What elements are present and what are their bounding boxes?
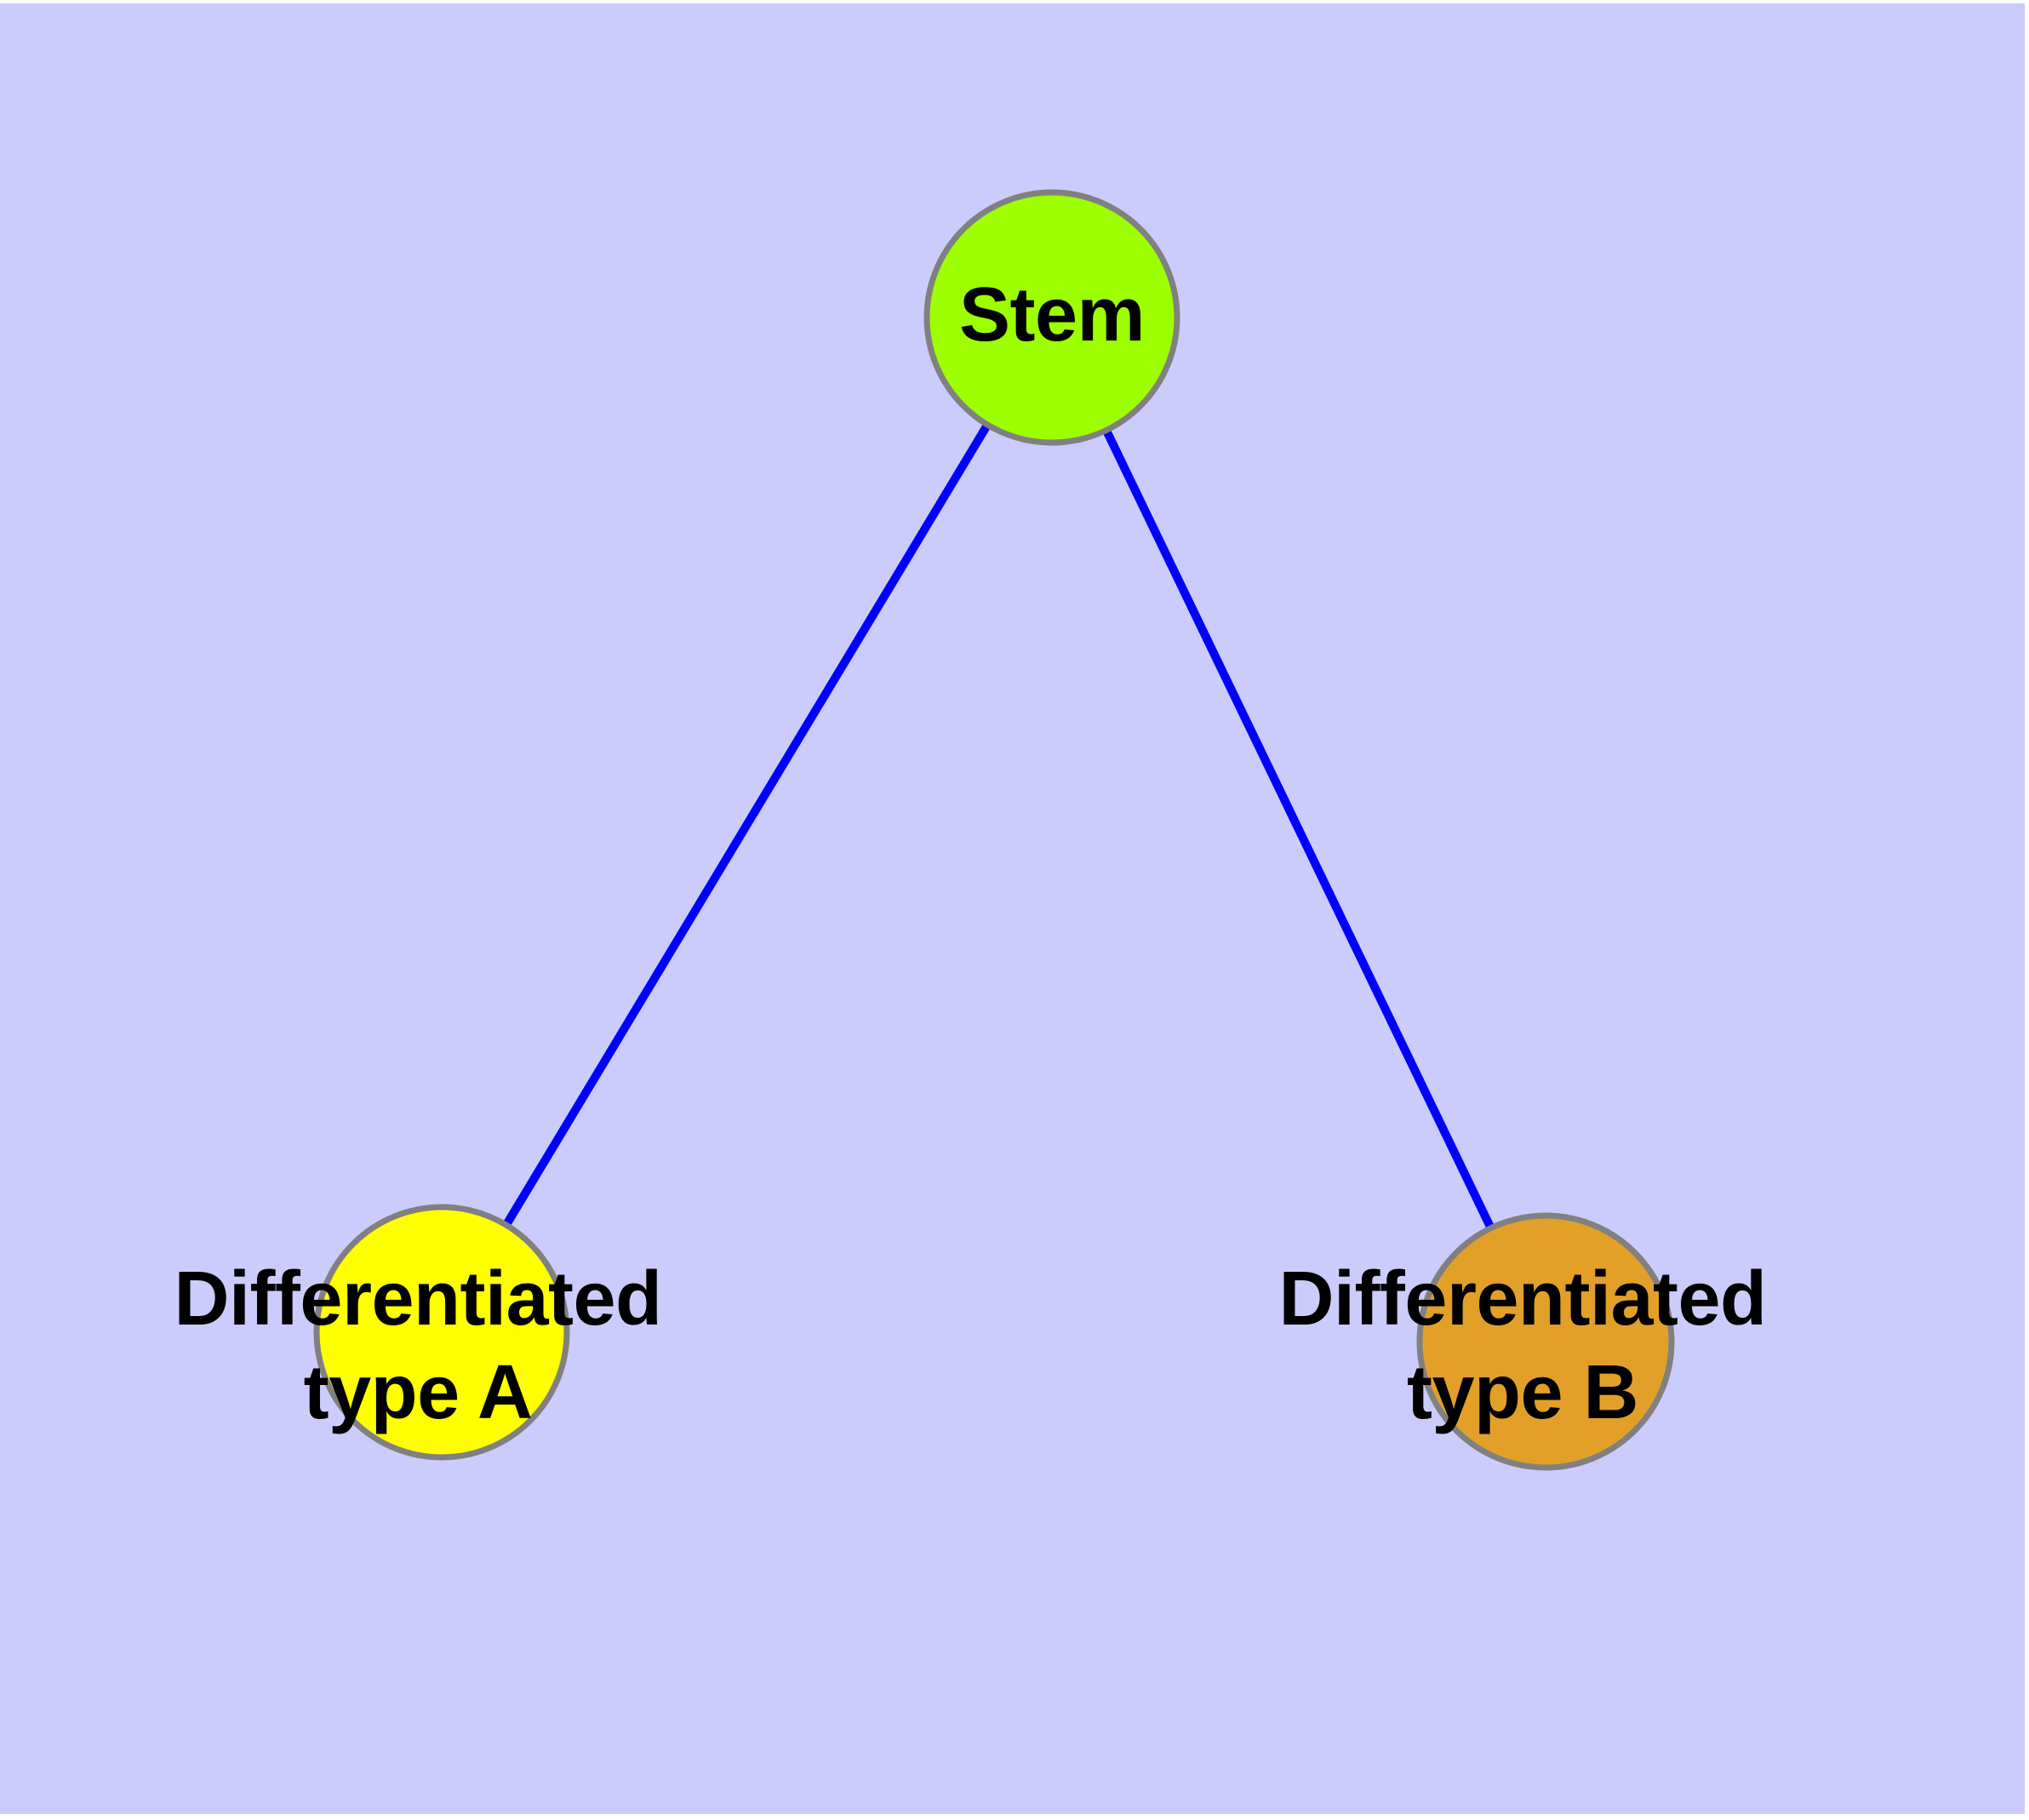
edge-layer	[437, 315, 1550, 1344]
node-layer	[313, 189, 1675, 1471]
edge-stem-to-differentiated-type-b	[1048, 315, 1550, 1344]
edge-stem-to-differentiated-type-a	[437, 315, 1056, 1335]
node-differentiated-type-a[interactable]	[313, 1204, 570, 1461]
graph-svg	[313, 189, 1675, 1471]
node-differentiated-type-b[interactable]	[1416, 1212, 1675, 1471]
node-stem[interactable]	[923, 189, 1180, 446]
